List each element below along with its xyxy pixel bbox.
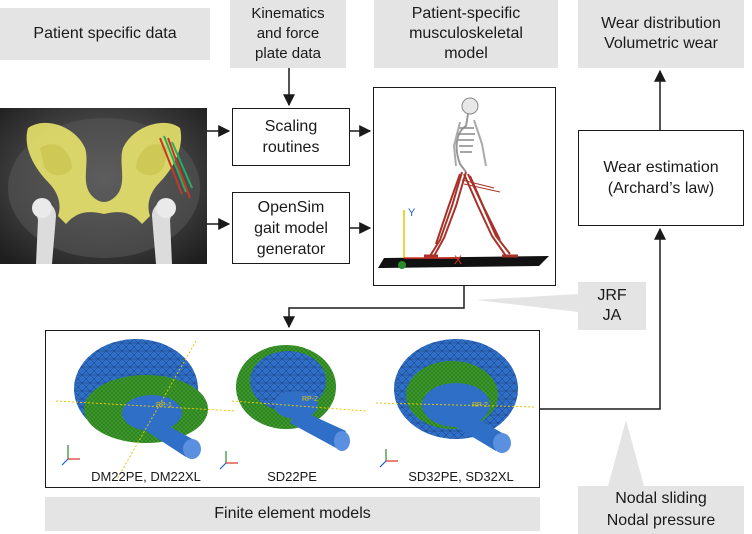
fe-model-sd32: RP-2 <box>375 339 537 453</box>
axis-triad <box>219 451 238 470</box>
scaling-routines-box: Scaling routines <box>232 108 350 166</box>
rp-label: RP-2 <box>302 396 318 403</box>
patient-specific-data-label: Patient specific data <box>0 8 210 60</box>
gait-model-generator-box: OpenSim gait model generator <box>232 192 350 264</box>
fe-models-label: Finite element models <box>45 497 540 531</box>
axis-triad <box>379 449 398 468</box>
kinematics-label: Kinematics and force plate data <box>230 0 346 68</box>
nodal-callout: Nodal sliding Nodal pressure <box>578 486 744 534</box>
x-axis-letter: X <box>454 253 462 267</box>
fe-models-box: RP-1 RP-2 RP-2 <box>45 330 540 488</box>
fe-label-sd32: SD32PE, SD32XL <box>408 469 514 484</box>
msk-model-label: Patient-specific musculoskeletal model <box>374 0 558 68</box>
wear-output-label: Wear distribution Volumetric wear <box>578 0 744 68</box>
axis-triad <box>61 445 80 466</box>
jrf-ja-callout: JRF JA <box>578 282 646 330</box>
fe-label-sd22: SD22PE <box>267 469 317 484</box>
y-axis-letter: Y <box>408 207 416 219</box>
rp-label: RP-2 <box>472 402 488 409</box>
wear-estimation-box: Wear estimation (Archard’s law) <box>578 130 744 226</box>
rp-label: RP-1 <box>156 402 172 409</box>
fe-model-dm22: RP-1 <box>55 339 237 482</box>
pelvis-ct-image <box>0 108 207 264</box>
fe-label-dm22: DM22PE, DM22XL <box>91 469 201 484</box>
msk-model-box: Y X <box>373 87 556 286</box>
fe-model-sd22: RP-2 <box>231 345 367 451</box>
